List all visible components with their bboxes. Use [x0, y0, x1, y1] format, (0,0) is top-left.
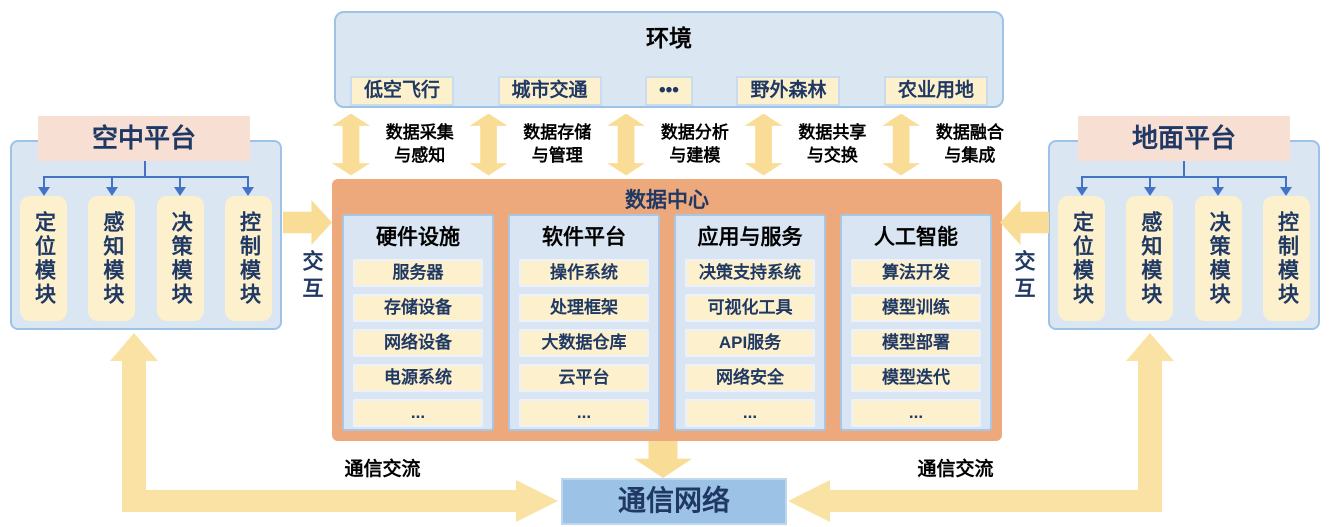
module-box: 感知模块 — [88, 196, 136, 321]
module-box: 定位模块 — [20, 196, 67, 321]
up-arrowhead-icon — [110, 333, 158, 361]
data-center-columns: 硬件设施 服务器 存储设备 网络设备 电源系统 ... 软件平台 操作系统 处理… — [342, 214, 992, 431]
module-box: 决策模块 — [1194, 196, 1242, 321]
column-item: 存储设备 — [353, 294, 483, 322]
down-arrowhead-icon — [38, 187, 50, 196]
data-flow-label: 数据融合 与集成 — [935, 122, 1004, 165]
communication-label-left: 通信交流 — [344, 459, 421, 480]
data-flow-label: 数据分析 与建模 — [660, 122, 729, 165]
connector-line — [43, 178, 45, 188]
column-title: 硬件设施 — [376, 226, 460, 249]
environment-items: 低空飞行 城市交通 ••• 野外森林 农业用地 — [350, 76, 988, 106]
environment-title: 环境 — [646, 25, 692, 51]
elbow-arrow-shaft — [1138, 360, 1162, 512]
column-title: 软件平台 — [542, 226, 626, 249]
connector-line — [144, 161, 146, 177]
module-box: 感知模块 — [1126, 196, 1174, 321]
double-vertical-arrow-icon — [882, 113, 921, 176]
left-arrow-icon — [1000, 200, 1049, 245]
connector-line — [111, 178, 113, 188]
connector-line — [1081, 178, 1083, 188]
down-arrowhead-icon — [1076, 187, 1088, 196]
column-item: 可视化工具 — [685, 294, 815, 322]
connector-line — [43, 176, 249, 178]
down-arrowhead-icon — [1144, 187, 1156, 196]
data-flow-label: 数据存储 与管理 — [523, 122, 592, 165]
data-center-column-hardware: 硬件设施 服务器 存储设备 网络设备 电源系统 ... — [342, 214, 494, 431]
air-platform-title: 空中平台 — [38, 116, 250, 161]
right-arrowhead-icon — [516, 480, 558, 522]
down-arrow-icon — [634, 441, 692, 478]
column-item: API服务 — [685, 329, 815, 357]
air-platform-modules: 定位模块 感知模块 决策模块 控制模块 — [20, 196, 272, 321]
connector-line — [1217, 178, 1219, 188]
down-arrowhead-icon — [106, 187, 118, 196]
data-center-column-software: 软件平台 操作系统 处理框架 大数据仓库 云平台 ... — [508, 214, 660, 431]
connector-line — [1285, 178, 1287, 188]
double-vertical-arrow-icon — [332, 113, 370, 176]
communication-label-right: 通信交流 — [917, 459, 994, 480]
right-arrow-icon — [283, 200, 332, 245]
column-item-ellipsis: ... — [685, 399, 815, 427]
environment-item: 农业用地 — [883, 76, 988, 106]
column-item: 电源系统 — [353, 364, 483, 392]
down-arrowhead-icon — [242, 187, 254, 196]
environment-panel: 环境 低空飞行 城市交通 ••• 野外森林 农业用地 — [334, 11, 1004, 108]
column-item: 网络安全 — [685, 364, 815, 392]
column-item: 服务器 — [353, 259, 483, 287]
data-flow-label: 数据采集 与感知 — [385, 122, 454, 165]
interaction-label-left: 交互 — [300, 250, 323, 304]
environment-item: 低空飞行 — [350, 76, 455, 106]
environment-item-ellipsis: ••• — [645, 76, 693, 106]
elbow-arrow-shaft — [122, 360, 146, 512]
communication-network-box: 通信网络 — [561, 478, 787, 525]
connector-line — [247, 178, 249, 188]
double-vertical-arrow-icon — [469, 113, 508, 176]
module-box: 控制模块 — [224, 196, 272, 321]
module-box: 控制模块 — [1262, 196, 1310, 321]
elbow-arrow-shaft — [830, 490, 1162, 512]
column-item-ellipsis: ... — [519, 399, 649, 427]
column-item: 处理框架 — [519, 294, 649, 322]
ground-platform-title: 地面平台 — [1078, 116, 1290, 161]
down-arrowhead-icon — [174, 187, 186, 196]
data-flow-label: 数据共享 与交换 — [798, 122, 867, 165]
column-item-ellipsis: ... — [851, 399, 981, 427]
interaction-label-right: 交互 — [1012, 250, 1035, 304]
data-center-column-ai: 人工智能 算法开发 模型训练 模型部署 模型迭代 ... — [840, 214, 992, 431]
connector-line — [1081, 176, 1287, 178]
data-center-column-services: 应用与服务 决策支持系统 可视化工具 API服务 网络安全 ... — [674, 214, 826, 431]
column-item-ellipsis: ... — [353, 399, 483, 427]
column-title: 应用与服务 — [697, 226, 803, 249]
down-arrowhead-icon — [1212, 187, 1224, 196]
module-box: 决策模块 — [156, 196, 204, 321]
connector-line — [179, 178, 181, 188]
ground-platform-modules: 定位模块 感知模块 决策模块 控制模块 — [1058, 196, 1310, 321]
connector-line — [1183, 161, 1185, 177]
environment-item: 野外森林 — [736, 76, 841, 106]
column-item: 算法开发 — [851, 259, 981, 287]
data-center-panel: 数据中心 硬件设施 服务器 存储设备 网络设备 电源系统 ... 软件平台 操作… — [332, 179, 1002, 441]
data-flow-row: 数据采集 与感知 数据存储 与管理 数据分析 与建模 数据共享 与交换 数据融合… — [332, 112, 1004, 177]
elbow-arrow-shaft — [122, 490, 516, 512]
column-item: 操作系统 — [519, 259, 649, 287]
double-vertical-arrow-icon — [744, 113, 783, 176]
double-vertical-arrow-icon — [607, 113, 646, 176]
environment-item: 城市交通 — [497, 76, 602, 106]
column-title: 人工智能 — [874, 226, 958, 249]
module-box: 定位模块 — [1058, 196, 1105, 321]
column-item: 决策支持系统 — [685, 259, 815, 287]
connector-line — [1149, 178, 1151, 188]
column-item: 网络设备 — [353, 329, 483, 357]
column-item: 模型迭代 — [851, 364, 981, 392]
up-arrowhead-icon — [1126, 333, 1174, 361]
column-item: 模型部署 — [851, 329, 981, 357]
left-arrowhead-icon — [788, 480, 830, 522]
column-item: 模型训练 — [851, 294, 981, 322]
column-item: 云平台 — [519, 364, 649, 392]
data-center-title: 数据中心 — [625, 189, 709, 212]
down-arrowhead-icon — [1280, 187, 1292, 196]
column-item: 大数据仓库 — [519, 329, 649, 357]
